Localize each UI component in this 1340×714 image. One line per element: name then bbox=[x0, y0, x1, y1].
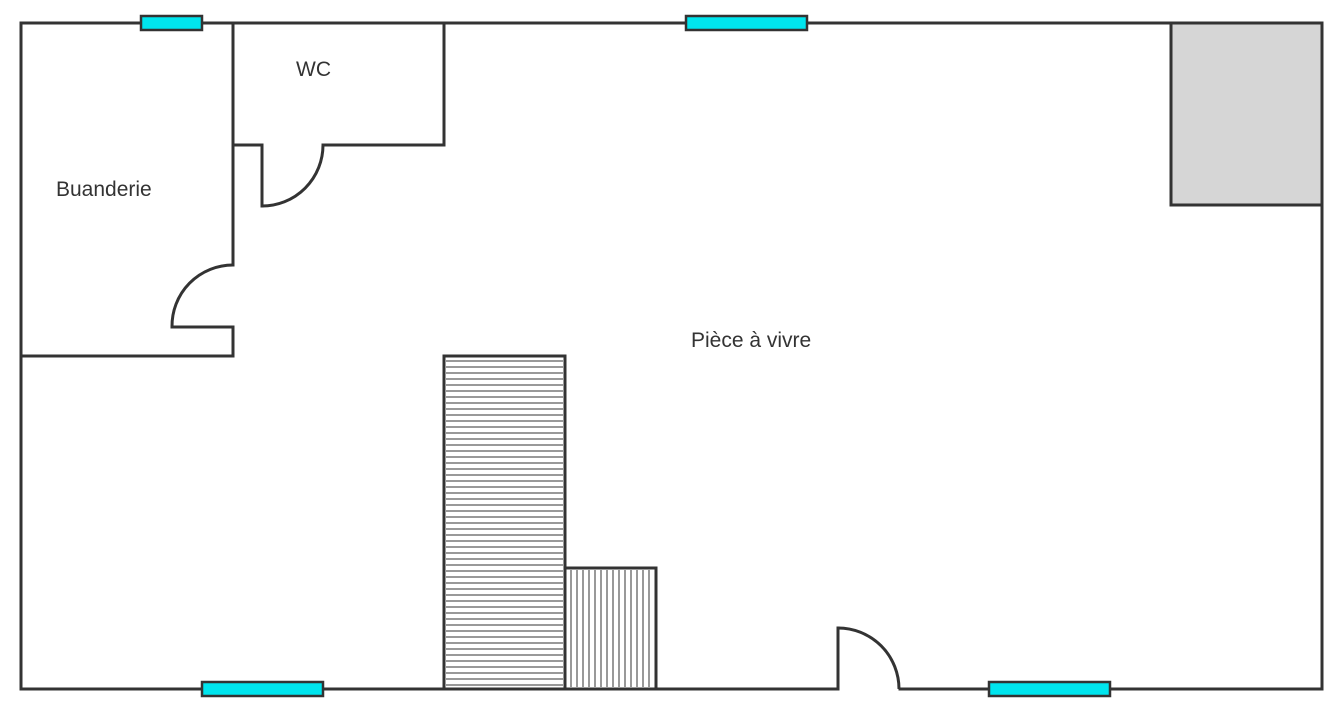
staircase-main-treads bbox=[446, 360, 563, 686]
window-bottom-right bbox=[987, 680, 1112, 698]
grey-block bbox=[1169, 21, 1324, 207]
staircase-landing-treads bbox=[570, 570, 650, 687]
room-label-wc: WC bbox=[296, 58, 331, 81]
door-wc-swing-arc bbox=[261, 144, 325, 208]
staircase-landing-flight bbox=[563, 566, 658, 691]
interior-walls bbox=[19, 21, 446, 358]
staircase bbox=[442, 354, 658, 691]
door-entrance-swing-arc bbox=[837, 626, 901, 690]
window-top-center bbox=[684, 14, 809, 32]
door-entrance bbox=[836, 626, 901, 691]
door-buanderie-swing-arc bbox=[170, 263, 234, 328]
window-bottom-left bbox=[200, 680, 325, 698]
room-label-piece-a-vivre: Pièce à vivre bbox=[691, 329, 811, 352]
windows bbox=[139, 14, 1112, 698]
door-buanderie bbox=[170, 263, 235, 329]
doors bbox=[170, 143, 901, 691]
door-wc bbox=[260, 143, 325, 208]
window-top-left bbox=[139, 14, 204, 32]
room-label-buanderie: Buanderie bbox=[56, 178, 152, 201]
